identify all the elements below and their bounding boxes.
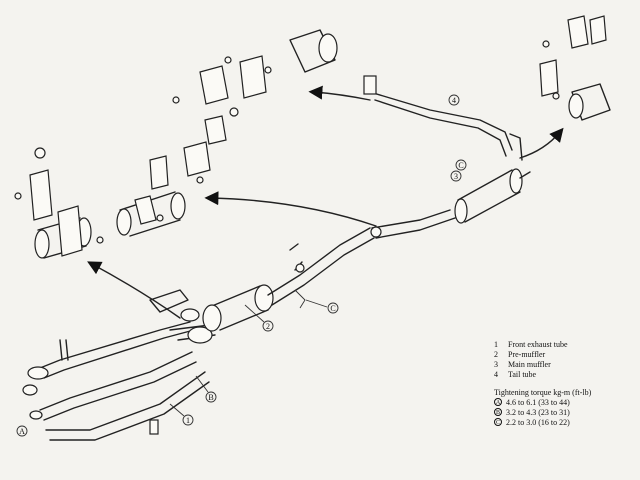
legend-part-row: 3 Main muffler: [494, 360, 634, 370]
front-exhaust-tube: [22, 289, 216, 441]
legend: 1 Front exhaust tube 2 Pre-muffler 3 Mai…: [494, 340, 634, 428]
callout-c-lower: C: [330, 304, 335, 313]
legend-part-number: 4: [494, 370, 498, 379]
callout-2: 2: [266, 322, 270, 331]
callout-3: 3: [454, 172, 458, 181]
legend-part-number: 1: [494, 340, 498, 349]
torque-value: 4.6 to 6.1 (33 to 44): [506, 398, 570, 407]
middle-left-clamps: [116, 155, 204, 237]
tail-tube: [363, 75, 523, 161]
legend-torque-title: Tightening torque kg-m (ft-lb): [494, 388, 592, 397]
callout-1: 1: [186, 416, 190, 425]
callout-a: A: [19, 427, 25, 436]
legend-torque-row: B 3.2 to 4.3 (23 to 31): [494, 408, 634, 418]
torque-value: 3.2 to 4.3 (23 to 31): [506, 408, 570, 417]
far-left-brackets: [14, 147, 104, 259]
pre-muffler: [202, 227, 375, 332]
legend-torque-row: A 4.6 to 6.1 (33 to 44): [494, 398, 634, 408]
legend-part-number: 3: [494, 360, 498, 369]
torque-mark: B: [494, 408, 502, 416]
legend-part-label: Main muffler: [508, 360, 551, 369]
legend-part-row: 4 Tail tube: [494, 370, 634, 380]
torque-value: 2.2 to 3.0 (16 to 22): [506, 418, 570, 427]
callout-4: 4: [452, 96, 456, 105]
upper-right-brackets: [539, 15, 611, 121]
legend-torque-row: C 2.2 to 3.0 (16 to 22): [494, 418, 634, 428]
callouts: 1 2 3 4 A B C C: [16, 94, 467, 437]
legend-part-number: 2: [494, 350, 498, 359]
callout-b: B: [208, 393, 213, 402]
legend-part-row: 2 Pre-muffler: [494, 350, 634, 360]
legend-part-label: Pre-muffler: [508, 350, 546, 359]
callout-c-upper: C: [458, 161, 463, 170]
legend-part-label: Front exhaust tube: [508, 340, 568, 349]
torque-mark: C: [494, 418, 502, 426]
legend-part-row: 1 Front exhaust tube: [494, 340, 634, 350]
torque-mark: A: [494, 398, 502, 406]
exploded-view-arrows: [87, 85, 564, 319]
main-muffler: [370, 168, 531, 239]
legend-part-label: Tail tube: [508, 370, 537, 379]
upper-left-brackets: [172, 29, 338, 177]
